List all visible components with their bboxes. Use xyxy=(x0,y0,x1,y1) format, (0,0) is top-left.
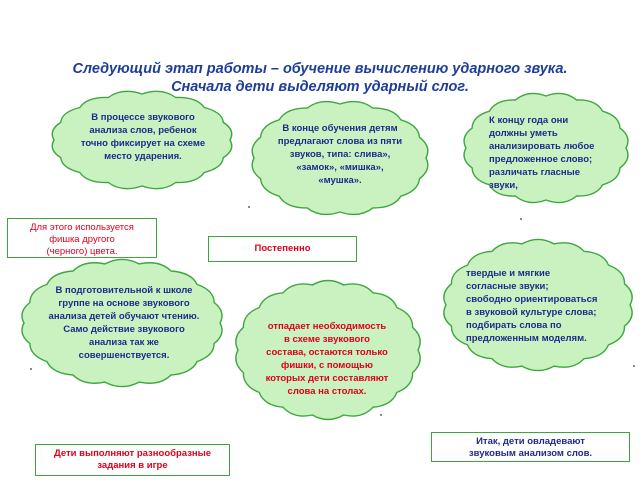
decor-dot xyxy=(248,206,250,208)
box-game-tasks: Дети выполняют разнообразные задания в и… xyxy=(35,444,230,476)
cloud-text-consonants: твердые и мягкие согласные звуки; свобод… xyxy=(466,268,598,344)
cloud-text-stress-marking: В процессе звукового анализа слов, ребен… xyxy=(80,112,206,162)
decor-dot xyxy=(520,218,522,220)
cloud-stress-marking xyxy=(51,90,233,190)
title-line-2: Сначала дети выделяют ударный слог. xyxy=(171,79,469,95)
cloud-reading-training xyxy=(21,258,223,388)
cloud-text-reading-training: В подготовительной к школе группе на осн… xyxy=(48,285,200,361)
decor-dot xyxy=(633,365,635,367)
box-gradually: Постепенно xyxy=(208,236,357,262)
cloud-text-year-end-skills: К концу года они должны уметь анализиров… xyxy=(489,115,595,191)
cloud-text-chips-on-tables: отпадает необходимость в схеме звукового… xyxy=(265,321,389,397)
box-conclusion: Итак, дети овладевают звуковым анализом … xyxy=(431,432,630,462)
box-black-chip: Для этого используется фишка другого (че… xyxy=(7,218,157,258)
page-title: Следующий этап работы – обучение вычисле… xyxy=(0,60,640,96)
decor-dot xyxy=(30,368,32,370)
cloud-five-sound-words xyxy=(251,100,429,216)
decor-dot xyxy=(380,414,382,416)
cloud-chips-on-tables xyxy=(235,279,421,421)
cloud-consonants xyxy=(443,238,633,372)
title-line-1: Следующий этап работы – обучение вычисле… xyxy=(72,61,568,77)
cloud-text-five-sound-words: В конце обучения детям предлагают слова … xyxy=(277,123,403,186)
cloud-year-end-skills xyxy=(463,92,629,204)
